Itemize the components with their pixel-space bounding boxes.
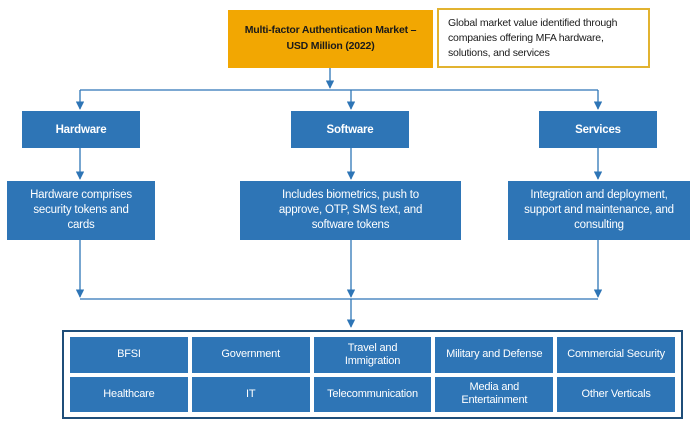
verticals-container: BFSI Government Travel and Immigration M…: [62, 330, 683, 419]
vertical-cell-it: IT: [191, 376, 310, 412]
segment-desc-software: Includes biometrics, push to approve, OT…: [240, 181, 461, 240]
market-title-box: Multi-factor Authentication Market – USD…: [228, 10, 433, 68]
segment-box-services: Services: [539, 111, 657, 148]
vertical-cell-government: Government: [191, 337, 310, 373]
vertical-cell-other-verticals: Other Verticals: [557, 376, 675, 412]
market-title-line2: USD Million (2022): [286, 40, 375, 52]
vertical-cell-telecommunication: Telecommunication: [313, 376, 432, 412]
vertical-cell-travel-immigration: Travel and Immigration: [313, 337, 432, 373]
vertical-cell-commercial-security: Commercial Security: [557, 337, 675, 373]
vertical-cell-military-defense: Military and Defense: [435, 337, 554, 373]
bottom-connectors: [75, 240, 603, 328]
segment-to-description-connectors: [75, 148, 603, 180]
vertical-cell-bfsi: BFSI: [70, 337, 188, 373]
segment-desc-services: Integration and deployment, support and …: [508, 181, 690, 240]
segment-box-software: Software: [291, 111, 409, 148]
segment-desc-hardware: Hardware comprises security tokens and c…: [7, 181, 155, 240]
top-connectors: [75, 68, 603, 110]
vertical-cell-media-entertainment: Media and Entertainment: [435, 376, 554, 412]
segment-box-hardware: Hardware: [22, 111, 140, 148]
market-title-line1: Multi-factor Authentication Market –: [244, 24, 417, 37]
vertical-cell-healthcare: Healthcare: [70, 376, 188, 412]
market-note-box: Global market value identified through c…: [437, 8, 650, 68]
